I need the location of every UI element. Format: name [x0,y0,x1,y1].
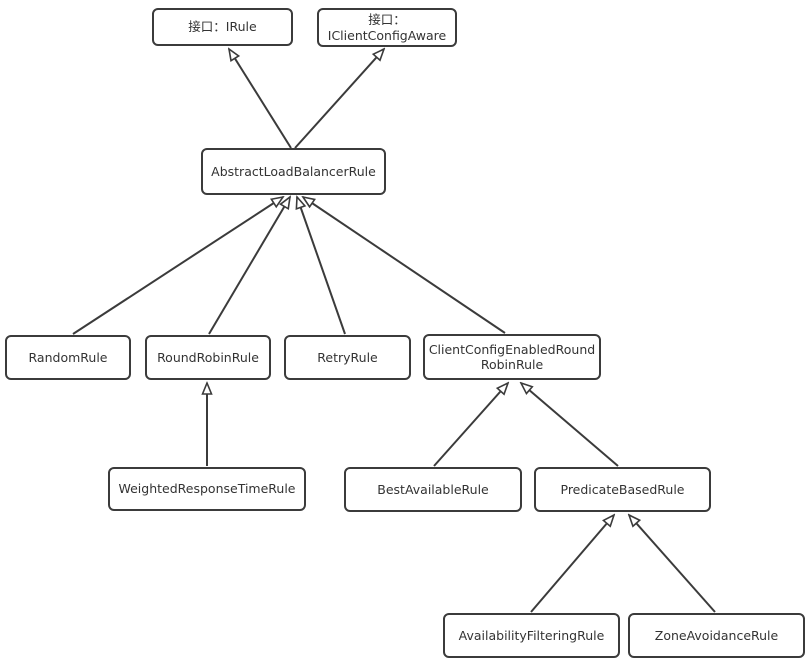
class-node-label: RobinRule [480,357,544,372]
edge-availabilityfilteringrule-to-predicatebasedrule [530,515,614,613]
edge-abstractloadbalancerrule-to-iclientconfigaware [294,49,384,149]
class-node-label: 接口：IRule [188,19,257,35]
class-node-roundrobinrule: RoundRobinRule [145,335,271,380]
class-node-abstractloadbalancerrule: AbstractLoadBalancerRule [201,148,386,195]
edge-abstractloadbalancerrule-to-irule [229,49,292,149]
edge-predicatebasedrule-to-clientconfigenabledroundrobinrule [521,383,619,467]
class-node-randomrule: RandomRule [5,335,131,380]
class-node-bestavailablerule: BestAvailableRule [344,467,522,512]
class-node-label: PredicateBasedRule [560,481,685,497]
class-node-zoneavoidancerule: ZoneAvoidanceRule [628,613,805,658]
edge-clientconfigenabledroundrobinrule-to-abstractloadbalancerrule [303,197,506,334]
class-node-clientconfigenabledroundrobinrule: ClientConfigEnabledRound RobinRule [423,334,601,380]
class-node-predicatebasedrule: PredicateBasedRule [534,467,711,512]
class-node-label: 接口： [368,12,406,28]
class-node-availabilityfilteringrule: AvailabilityFilteringRule [443,613,620,658]
class-node-label: WeightedResponseTimeRule [118,481,296,497]
class-node-retryrule: RetryRule [284,335,411,380]
edge-roundrobinrule-to-abstractloadbalancerrule [208,197,290,335]
class-node-label: ZoneAvoidanceRule [654,627,779,643]
class-node-label: ClientConfigEnabledRound [428,341,596,357]
class-node-label: RoundRobinRule [157,349,259,365]
class-node-label: BestAvailableRule [377,481,489,497]
class-node-label: RandomRule [28,349,108,365]
class-node-iclientconfigaware: 接口： IClientConfigAware [317,8,457,47]
class-node-label: AvailabilityFilteringRule [458,627,605,643]
class-node-label: IClientConfigAware [327,27,447,43]
class-node-irule: 接口：IRule [152,8,293,46]
edge-bestavailablerule-to-clientconfigenabledroundrobinrule [433,383,508,467]
edge-randomrule-to-abstractloadbalancerrule [72,197,283,335]
class-node-label: RetryRule [317,349,378,365]
edge-zoneavoidancerule-to-predicatebasedrule [629,515,716,613]
class-node-weightedresponsetimerule: WeightedResponseTimeRule [108,467,306,511]
edge-retryrule-to-abstractloadbalancerrule [297,197,346,335]
class-node-label: AbstractLoadBalancerRule [211,163,376,179]
